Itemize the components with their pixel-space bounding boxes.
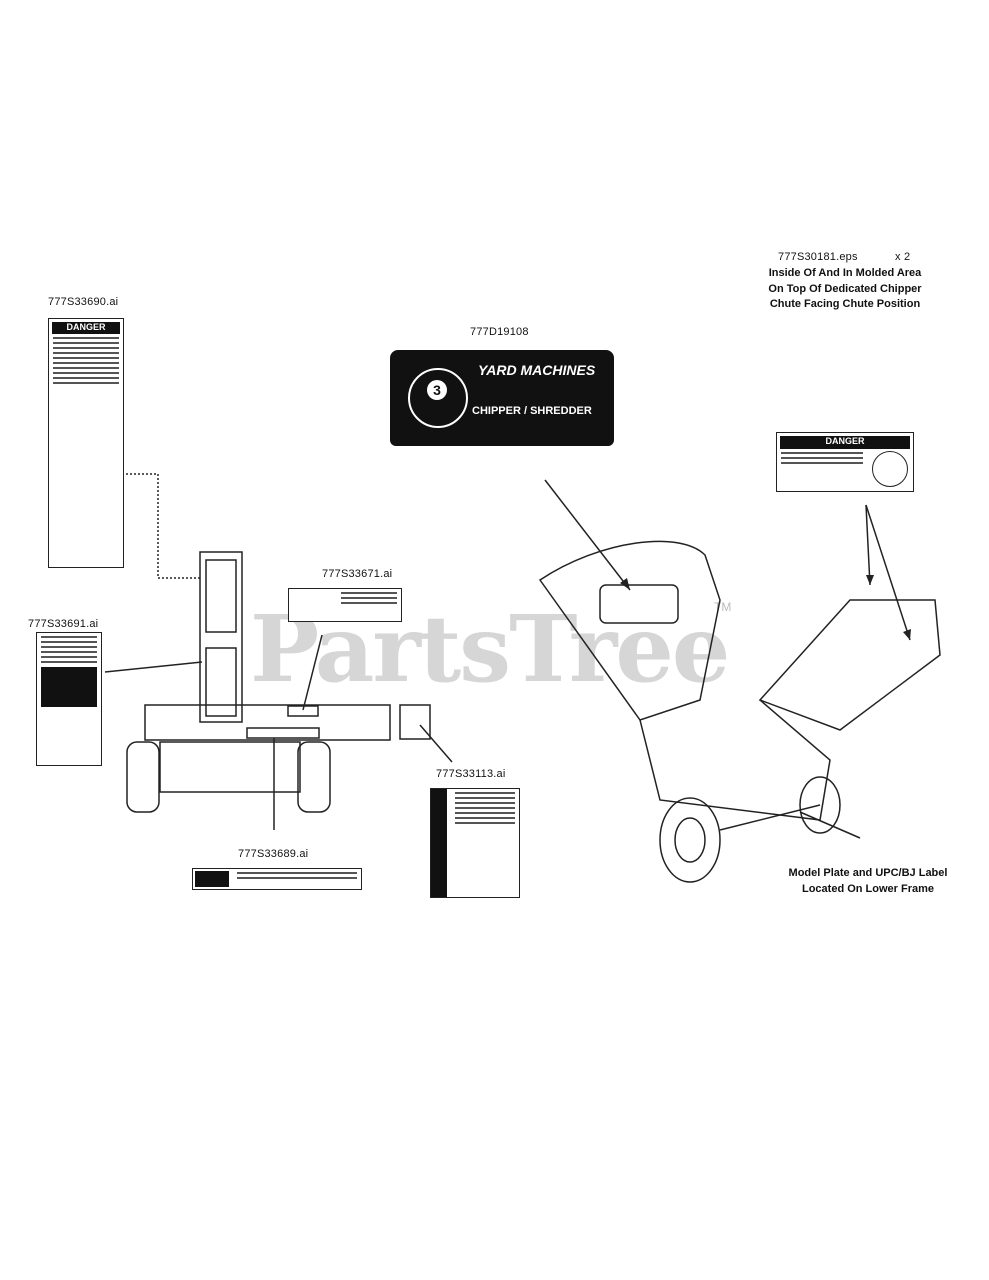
decal-777s30181: DANGER: [776, 432, 914, 492]
decal-777s33691: [36, 632, 102, 766]
part-label-777s33689: 777S33689.ai: [238, 848, 309, 860]
part-label-777s33690: 777S33690.ai: [48, 296, 119, 308]
part-label-777s30181: 777S30181.eps: [778, 251, 858, 263]
decal-777s33113: [430, 788, 520, 898]
brand-text: YARD MACHINES: [478, 362, 596, 378]
placement-note-line-3: Chute Facing Chute Position: [769, 298, 921, 310]
hopper-outline: [538, 540, 721, 721]
decal-777s33690: DANGER: [48, 318, 124, 568]
chute-outline: [758, 599, 941, 731]
wheel-right: [297, 741, 331, 813]
model-plate-note: Model Plate and UPC/BJ Label Located On …: [768, 866, 968, 897]
part-label-777s33691: 777S33691.ai: [28, 618, 99, 630]
product-title: CHIPPER / SHREDDER: [472, 405, 592, 417]
placement-note: Inside Of And In Molded Area On Top Of D…: [745, 266, 945, 313]
hand-hazard-icon: [872, 451, 908, 487]
yard-machines-banner-decal: 3 YARD MACHINES CHIPPER / SHREDDER: [390, 350, 614, 446]
part-label-777d19108: 777D19108: [470, 326, 529, 338]
decal-777s33671: [288, 588, 402, 622]
part-label-777s33671: 777S33671.ai: [322, 568, 393, 580]
feed-chute-outline: [199, 551, 243, 723]
housing-outline: [144, 704, 391, 741]
wheel-left: [126, 741, 160, 813]
chipper-wheel-right: [799, 776, 841, 834]
decal-777s33689: [192, 868, 362, 890]
model-plate-note-line-2: Located On Lower Frame: [801, 882, 935, 895]
engine-outline: [159, 741, 301, 793]
part-quantity: x 2: [895, 251, 911, 263]
chipper-wheel-left: [659, 797, 721, 883]
part-label-777s33113: 777S33113.ai: [436, 768, 506, 780]
badge-number: 3: [427, 380, 447, 400]
model-plate-note-line-1: Model Plate and UPC/BJ Label: [788, 867, 948, 879]
decal-graphic: [41, 667, 97, 707]
year-badge-icon: 3: [408, 368, 468, 428]
decal-danger-header: DANGER: [780, 436, 910, 449]
placement-note-line-1: Inside Of And In Molded Area: [768, 267, 922, 279]
decal-danger-strip: [431, 789, 447, 897]
placement-note-line-2: On Top Of Dedicated Chipper: [768, 282, 922, 295]
decal-danger-header: DANGER: [52, 322, 120, 334]
